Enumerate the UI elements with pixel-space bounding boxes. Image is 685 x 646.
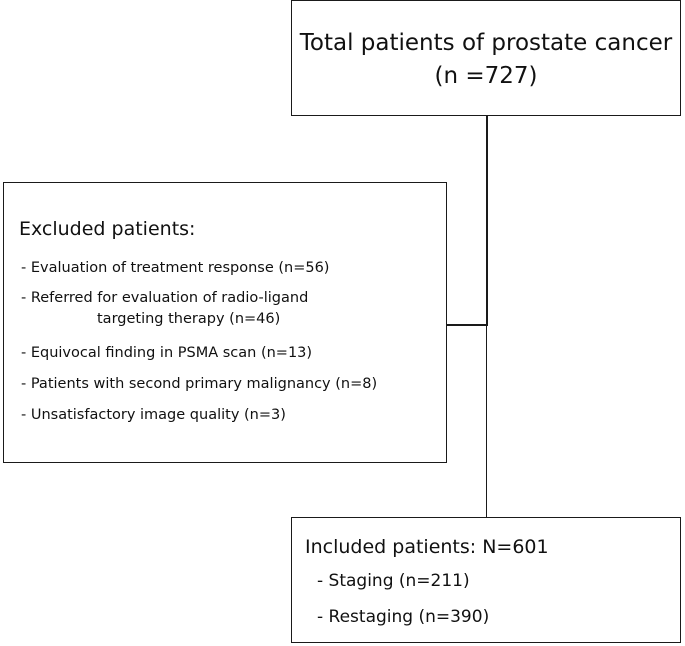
connector-bottom — [486, 326, 487, 517]
excluded-item-radio-ligand: - Referred for evaluation of radio-ligan… — [21, 290, 309, 306]
excluded-patients-box: Excluded patients: - Evaluation of treat… — [3, 182, 447, 463]
connector-top — [486, 116, 488, 326]
total-patients-count: (n =727) — [434, 63, 538, 89]
included-patients-box: Included patients: N=601 - Staging (n=21… — [291, 517, 681, 643]
total-patients-box: Total patients of prostate cancer (n =72… — [291, 0, 681, 116]
excluded-item-equivocal-psma: - Equivocal finding in PSMA scan (n=13) — [21, 345, 313, 361]
excluded-item-second-malignancy: - Patients with second primary malignanc… — [21, 376, 378, 392]
excluded-heading: Excluded patients: — [19, 218, 196, 240]
included-heading: Included patients: N=601 — [305, 536, 549, 558]
included-item-restaging: - Restaging (n=390) — [317, 607, 490, 627]
total-patients-title: Total patients of prostate cancer — [299, 30, 673, 56]
included-item-staging: - Staging (n=211) — [317, 571, 470, 591]
excluded-item-radio-ligand-cont: targeting therapy (n=46) — [97, 311, 281, 327]
connector-branch-excluded — [447, 324, 487, 326]
excluded-item-treatment-response: - Evaluation of treatment response (n=56… — [21, 260, 330, 276]
excluded-item-image-quality: - Unsatisfactory image quality (n=3) — [21, 407, 286, 423]
